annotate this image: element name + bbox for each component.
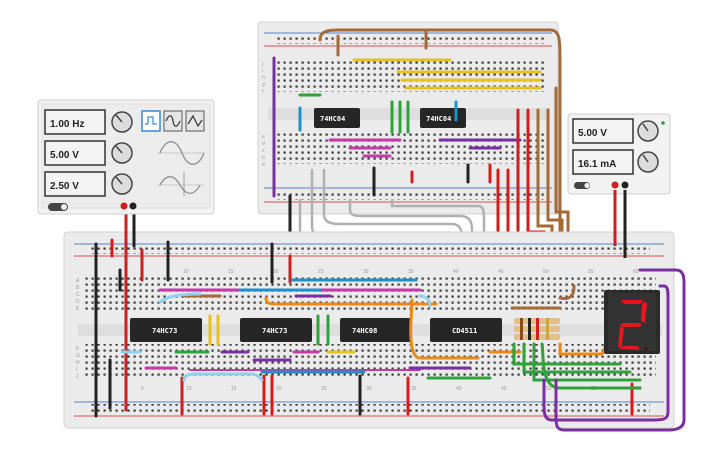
triangle-wave-button[interactable]: [185, 110, 205, 132]
sine-icon: [165, 115, 181, 127]
col-number: 20: [276, 386, 282, 392]
chip-cd4511[interactable]: CD4511: [430, 318, 502, 342]
col-number: 10: [183, 269, 189, 275]
ps-power-switch[interactable]: [574, 182, 590, 189]
chip-74hc08[interactable]: 74HC08: [340, 318, 412, 342]
col-number: 30: [366, 386, 372, 392]
ps-positive-terminal[interactable]: [611, 181, 619, 189]
chip-label: 74HC04: [320, 115, 345, 123]
col-number: 35: [408, 269, 414, 275]
main-breadboard: 10 15 20 25 30 35 40 45 50 55 60 5 10 15…: [63, 203, 686, 432]
row-letter-c: c: [262, 148, 265, 154]
col-number: 45: [498, 269, 504, 275]
frequency-knob[interactable]: [111, 111, 133, 133]
power-switch[interactable]: [48, 203, 68, 211]
fg-output-red-terminal[interactable]: [120, 202, 128, 210]
amplitude-value: 5.00 V: [50, 150, 79, 161]
col-number: 40: [456, 386, 462, 392]
col-number: 60: [633, 269, 639, 275]
row-letter-f: f: [262, 89, 264, 95]
offset-display: 2.50 V: [44, 171, 106, 197]
row-letter-j: j: [261, 61, 263, 67]
chip-label: 74HC08: [352, 327, 377, 335]
row-letter: G: [76, 353, 80, 359]
row-letter-i: i: [262, 68, 263, 74]
row-letter-b: b: [262, 155, 265, 161]
function-generator: 1.00 Hz 5.00 V 2.50 V: [37, 99, 215, 215]
col-number: 50: [546, 386, 552, 392]
frequency-display: 1.00 Hz: [44, 109, 106, 135]
row-letter: H: [76, 360, 80, 366]
row-letter-d: d: [262, 141, 265, 147]
chip-label: CD4511: [452, 327, 477, 335]
row-letter: E: [76, 306, 80, 312]
top-row-letters: j i h g f e d c b a: [261, 61, 265, 168]
chip-label: 74HC73: [262, 327, 287, 335]
amplitude-sine-icon: [158, 141, 205, 165]
current-value: 16.1 mA: [578, 159, 616, 170]
row-letter: B: [76, 285, 80, 291]
col-number: 50: [543, 269, 549, 275]
col-number: 15: [228, 269, 234, 275]
square-icon: [145, 116, 157, 125]
ps-negative-terminal[interactable]: [621, 181, 629, 189]
sine-wave-button[interactable]: [163, 110, 183, 132]
resistor-array[interactable]: [514, 318, 560, 340]
col-number: 55: [588, 269, 594, 275]
voltage-display: 5.00 V: [572, 118, 634, 144]
col-number: 35: [411, 386, 417, 392]
seven-segment-display[interactable]: [604, 290, 660, 354]
row-letter-a: a: [262, 162, 265, 168]
col-number: 5: [141, 386, 144, 392]
col-number: 45: [501, 386, 507, 392]
frequency-value: 1.00 Hz: [50, 119, 84, 130]
main-column-numbers: 10 15 20 25 30 35 40 45 50 55 60: [183, 269, 639, 275]
amplitude-display: 5.00 V: [44, 140, 106, 166]
voltage-value: 5.00 V: [578, 128, 607, 139]
row-letter: F: [76, 346, 79, 352]
current-knob[interactable]: [637, 151, 659, 173]
chip-top-right[interactable]: 74HC04: [420, 108, 466, 128]
power-supply: 5.00 V 16.1 mA: [567, 113, 671, 258]
offset-knob[interactable]: [111, 173, 133, 195]
col-number: 10: [186, 386, 192, 392]
chip-top-left[interactable]: 74HC04: [314, 108, 360, 128]
row-letter: D: [76, 299, 80, 305]
triangle-icon: [187, 114, 203, 128]
col-number: 20: [273, 269, 279, 275]
chip-label: 74HC04: [426, 115, 451, 123]
row-letter: J: [76, 374, 79, 380]
chip-74hc73-1[interactable]: 74HC73: [130, 318, 202, 342]
chip-label: 74HC73: [152, 327, 177, 335]
offset-value: 2.50 V: [50, 181, 79, 192]
row-letter-h: h: [262, 75, 265, 81]
row-letter-g: g: [262, 82, 265, 88]
row-letter: A: [76, 278, 80, 284]
col-number: 30: [363, 269, 369, 275]
main-row-letters: A B C D E F G H I J: [76, 278, 80, 380]
row-letter: I: [76, 367, 77, 373]
col-number: 15: [231, 386, 237, 392]
offset-sine-icon: [158, 172, 204, 196]
col-number: 25: [321, 386, 327, 392]
row-letter-e: e: [262, 134, 265, 140]
amplitude-knob[interactable]: [111, 142, 133, 164]
row-letter: C: [76, 292, 80, 298]
cv-indicator-icon: [661, 121, 665, 125]
col-number: 40: [453, 269, 459, 275]
col-number: 25: [318, 269, 324, 275]
fg-output-black-terminal[interactable]: [129, 202, 137, 210]
square-wave-button[interactable]: [141, 110, 161, 132]
top-breadboard: j i h g f e d c b a 74HC04 74HC04: [257, 21, 570, 284]
chip-74hc73-2[interactable]: 74HC73: [240, 318, 312, 342]
current-display: 16.1 mA: [572, 149, 634, 175]
main-board-wires: [94, 203, 686, 432]
voltage-knob[interactable]: [637, 120, 659, 142]
